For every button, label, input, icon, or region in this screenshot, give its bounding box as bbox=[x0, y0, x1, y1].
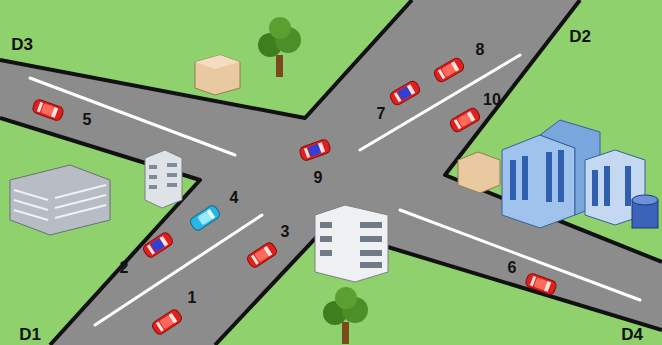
callout-number: 6 bbox=[508, 260, 517, 276]
callout-number: 5 bbox=[83, 112, 92, 128]
callout-number: 10 bbox=[483, 92, 501, 108]
buildings bbox=[10, 55, 658, 282]
cars bbox=[32, 56, 558, 336]
callout-number: 9 bbox=[314, 170, 323, 186]
callout-number: 2 bbox=[120, 260, 129, 276]
lane-lines bbox=[30, 55, 640, 325]
callout-number: 7 bbox=[377, 106, 386, 122]
direction-label: D1 bbox=[19, 325, 41, 342]
trees bbox=[258, 17, 368, 344]
direction-label: D3 bbox=[11, 36, 33, 53]
direction-label: D2 bbox=[569, 28, 591, 45]
callout-number: 3 bbox=[281, 224, 290, 240]
callout-number: 1 bbox=[188, 290, 197, 306]
callout-number: 4 bbox=[230, 190, 239, 206]
direction-label: D4 bbox=[621, 325, 643, 342]
callout-number: 8 bbox=[476, 42, 485, 58]
